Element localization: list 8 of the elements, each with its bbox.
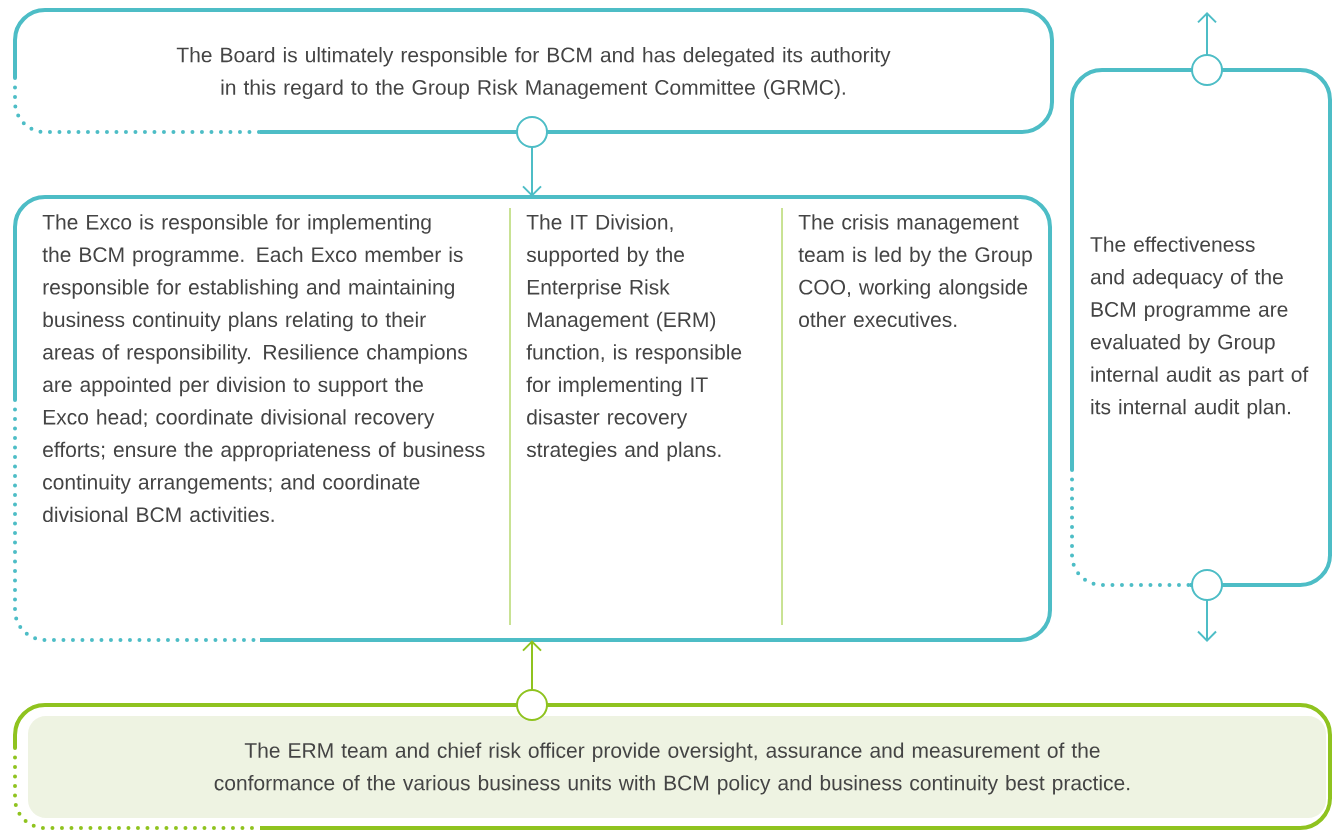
arrow <box>1191 12 1223 86</box>
arrow <box>1191 569 1223 642</box>
text-box: The Board is ultimately responsible for BCM and has delegated its authority in this regard to the Group Risk Management Committee (GRMC). <box>13 8 1054 134</box>
arrow <box>516 116 548 197</box>
panel-box: The Exco is responsible for implementing the BCM programme. Each Exco member is responsible for establishing and maintaining business continuity plans relating to their areas of responsibility. Resilience champions are appointed per division to support the Exco head; coordinate divisional recovery efforts; ensure the appropriateness of business continuity arrangements; and coordinate divisional BCM activities. The IT Division, supported by the Enterprise Risk Management (ERM) function, is responsible for implementing IT disaster recovery strategies and plans. The crisis management team is led by the Group COO, working alongside other executives. <box>13 195 1052 642</box>
arrow <box>516 640 548 721</box>
highlighted-box: The ERM team and chief risk officer provide oversight, assurance and measurement of the conformance of the various business units with BCM policy and business continuity best practice. <box>13 703 1332 830</box>
text-box: The effectiveness and adequacy of the BCM programme are evaluated by Group internal audit as part of its internal audit plan. <box>1070 68 1332 587</box>
